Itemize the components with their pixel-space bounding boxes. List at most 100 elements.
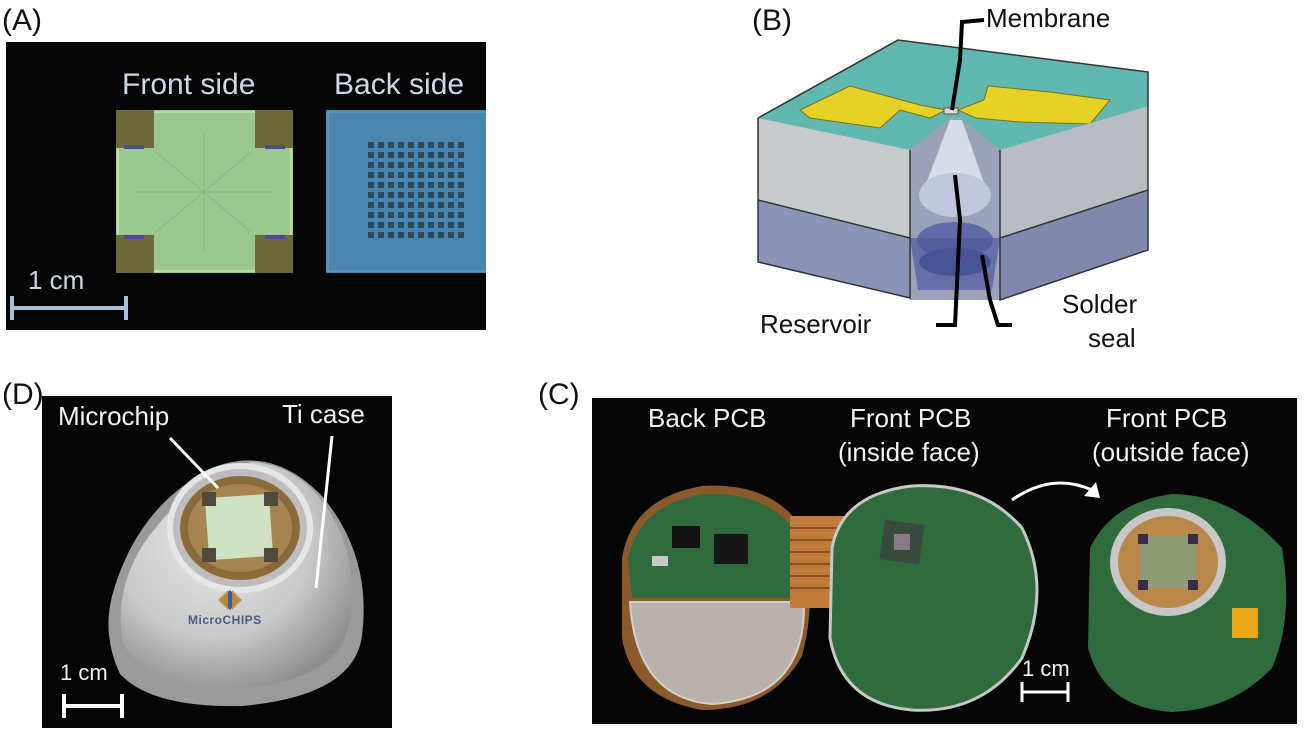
scale-bar-a	[10, 296, 128, 320]
reservoir-well	[428, 202, 434, 208]
reservoir-well	[398, 162, 404, 168]
reservoir-well	[378, 172, 384, 178]
reservoir-well	[418, 232, 424, 238]
back-pcb	[622, 485, 810, 710]
reservoir-well	[458, 192, 464, 198]
reservoir-well	[428, 172, 434, 178]
reservoir-well	[418, 202, 424, 208]
microchips-logo-text: MicroCHIPS	[188, 613, 262, 627]
solder-seal-label-2: seal	[1088, 323, 1136, 353]
reservoir-well	[418, 152, 424, 158]
reservoir-well	[458, 152, 464, 158]
reservoir-well	[408, 202, 414, 208]
reservoir-well	[458, 182, 464, 188]
reservoir-well	[448, 142, 454, 148]
back-pcb-label: Back PCB	[648, 403, 767, 433]
reservoir-well	[368, 182, 374, 188]
reservoir-well	[408, 182, 414, 188]
reservoir-well	[378, 232, 384, 238]
back-side-caption: Back side	[334, 68, 465, 101]
reservoir-well	[378, 202, 384, 208]
reservoir-well	[388, 222, 394, 228]
reservoir-well	[378, 162, 384, 168]
reservoir-well	[388, 152, 394, 158]
reservoir-well	[388, 212, 394, 218]
reservoir-well	[418, 192, 424, 198]
reservoir-well	[378, 192, 384, 198]
scale-label-a: 1 cm	[28, 265, 85, 295]
reservoir-well	[428, 182, 434, 188]
front-chip	[116, 110, 293, 273]
front-pcb-outside-label-1: Front PCB	[1106, 403, 1228, 433]
reservoir-well	[448, 172, 454, 178]
reservoir-well	[408, 232, 414, 238]
reservoir-well	[428, 212, 434, 218]
reservoir-well	[408, 212, 414, 218]
reservoir-well	[428, 152, 434, 158]
panel-c-photo: Back PCB Front PCB (inside face) Front P…	[592, 398, 1297, 724]
ti-case-label: Ti case	[282, 399, 365, 429]
reservoir-well	[448, 202, 454, 208]
reservoir-well	[408, 152, 414, 158]
reservoir-label: Reservoir	[760, 309, 872, 339]
reservoir-well	[448, 152, 454, 158]
reservoir-well	[438, 222, 444, 228]
reservoir-well	[418, 212, 424, 218]
reservoir-well	[368, 142, 374, 148]
reservoir-well	[388, 182, 394, 188]
reservoir-well	[458, 202, 464, 208]
front-pcb-inside-label-1: Front PCB	[850, 403, 972, 433]
reservoir-well	[398, 222, 404, 228]
front-pcb-inside	[828, 484, 1039, 712]
reservoir-well	[398, 182, 404, 188]
reservoir-well	[438, 152, 444, 158]
reservoir-well	[368, 162, 374, 168]
reservoir-well	[388, 172, 394, 178]
reservoir-well	[428, 232, 434, 238]
back-chip	[326, 110, 486, 273]
scale-bar-c	[1020, 682, 1070, 702]
front-pcb-outside-label-2: (outside face)	[1092, 437, 1250, 467]
reservoir-well	[418, 142, 424, 148]
reservoir-well	[368, 202, 374, 208]
reservoir-well	[428, 192, 434, 198]
front-pcb-outside	[1088, 494, 1287, 712]
reservoir-well	[368, 222, 374, 228]
pcb-assembly	[622, 481, 1287, 712]
panel-label-c: (C)	[538, 378, 580, 411]
reservoir-well	[418, 172, 424, 178]
panel-label-b: (B)	[752, 4, 792, 37]
reservoir-well	[368, 212, 374, 218]
reservoir-well	[368, 232, 374, 238]
reservoir-well	[388, 162, 394, 168]
reservoir-well	[438, 192, 444, 198]
reservoir-well	[388, 202, 394, 208]
reservoir-well	[398, 142, 404, 148]
microchips-logo-icon	[218, 590, 242, 610]
scale-bar-d	[62, 694, 124, 718]
implant-device	[62, 435, 364, 718]
reservoir-well	[428, 142, 434, 148]
reservoir-well	[448, 162, 454, 168]
reservoir-well	[408, 192, 414, 198]
reservoir-well	[408, 142, 414, 148]
reservoir-well	[438, 142, 444, 148]
reservoir-well	[448, 192, 454, 198]
reservoir-well	[438, 172, 444, 178]
reservoir-well	[398, 202, 404, 208]
front-side-caption: Front side	[122, 68, 256, 101]
reservoir-well	[398, 192, 404, 198]
membrane-reservoir-cutaway	[757, 18, 1149, 327]
reservoir-well	[438, 202, 444, 208]
reservoir-well	[408, 172, 414, 178]
reservoir-well	[408, 222, 414, 228]
reservoir-well	[438, 162, 444, 168]
reservoir-well	[388, 142, 394, 148]
reservoir-well	[438, 212, 444, 218]
reservoir-well	[458, 212, 464, 218]
reservoir-well	[458, 222, 464, 228]
panel-label-a: (A)	[2, 4, 42, 37]
reservoir-well	[368, 152, 374, 158]
scale-label-c: 1 cm	[1022, 656, 1070, 681]
reservoir-well	[398, 212, 404, 218]
